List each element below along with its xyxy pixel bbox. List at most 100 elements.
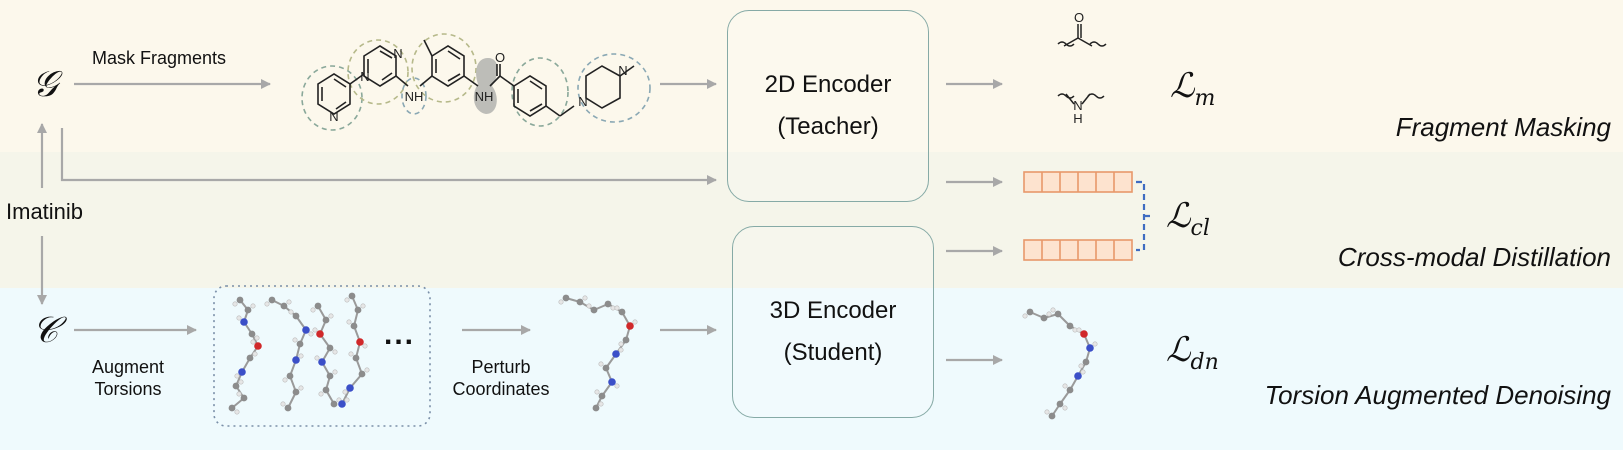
carbon-atom [286,372,294,380]
carbon-atom [326,344,334,352]
nitrogen-atom [608,378,616,386]
perturb-coordinates-label: Perturb Coordinates [436,356,566,400]
hydrogen-atom [598,361,604,367]
predicted-fragment-labels: O N H [1073,10,1084,126]
section-fragment-masking: Fragment Masking [1395,112,1611,142]
hydrogen-atom [292,337,298,343]
carbon-atom [296,340,304,348]
masked-molecule-2d: N N N NH NH O N N [301,33,651,131]
hydrogen-atom [586,303,592,309]
hydrogen-atom [342,389,348,395]
hydrogen-atom [332,349,338,355]
hydrogen-atom [618,347,624,353]
conformer-2 [264,296,314,412]
hydrogen-atom [582,295,588,301]
hydrogen-atom [614,305,620,311]
hydrogen-atom [234,409,240,415]
carbon-atom [228,404,236,412]
conformer-1 [228,296,262,415]
nitrogen-atom [1086,344,1094,352]
hydrogen-atom [1044,409,1050,415]
carbon-atom [322,386,330,394]
teacher-embedding [1023,171,1133,193]
hydrogen-atom [280,401,286,407]
carbon-atom [354,306,362,314]
hydrogen-atom [558,299,564,305]
hydrogen-atom [318,391,324,397]
hydrogen-atom [1076,327,1082,333]
nitrogen-atom [238,368,246,376]
hydrogen-atom [1062,383,1068,389]
fragment-piperazine [577,53,651,123]
carbon-atom [330,400,338,408]
cross-modal-band [0,152,1623,288]
carbon-atom [598,392,606,400]
carbon-atom [240,394,248,402]
hydrogen-atom [288,309,294,315]
carbon-atom [602,364,610,372]
carbon-atom [1066,386,1074,394]
oxygen-atom [626,322,634,330]
atom-label: H [1073,111,1082,126]
section-torsion-denoising: Torsion Augmented Denoising [1264,380,1611,410]
hydrogen-atom [364,367,370,373]
hydrogen-atom [344,297,350,303]
oxygen-atom [254,342,262,350]
student-encoder-title: 3D Encoder [769,297,897,324]
more-conformers-ellipsis: ... [384,318,416,351]
atom-label: N [578,94,587,109]
atom-label: O [1074,10,1084,25]
carbon-atom [1048,412,1056,420]
hydrogen-atom [234,373,240,379]
carbon-atom [326,372,334,380]
carbon-atom [1026,308,1034,316]
hydrogen-atom [344,397,350,403]
augment-line2: Torsions [94,379,162,399]
atom-label: N [1073,98,1082,113]
carbon-atom [292,312,300,320]
hydrogen-atom [1022,313,1028,319]
hydrogen-atom [632,319,638,325]
carbon-atom [562,294,570,302]
carbon-atom [246,354,254,362]
carbon-atom [314,302,322,310]
hydrogen-atom [332,369,338,375]
conformer-symbol: 𝒞 [32,310,59,351]
hydrogen-atom [1080,369,1086,375]
student-encoder-role: (Student) [783,339,883,366]
fragment-benzene [511,57,569,127]
fragment-masking-band [0,0,1623,152]
carbon-atom [1054,310,1062,318]
carbon-atom [1082,358,1090,366]
loss-denoising: ℒdn [1166,330,1219,375]
augment-line1: Augment [91,357,165,377]
atom-label: N [393,46,402,61]
hydrogen-atom [314,355,320,361]
hydrogen-atom [236,391,242,397]
carbon-atom [622,336,630,344]
nitrogen-atom [612,350,620,358]
hydrogen-atom [618,341,624,347]
loss-masking: ℒm [1170,66,1215,111]
fragment-amine [401,77,427,115]
carbon-atom [1040,314,1048,322]
carbon-atom [322,316,330,324]
hydrogen-atom [346,319,352,325]
carbon-atom [576,298,584,306]
hydrogen-atom [598,401,604,407]
hydrogen-atom [308,331,314,337]
hydrogen-atom [298,385,304,391]
student-embedding [1023,239,1133,261]
teacher-encoder-title: 2D Encoder [764,71,892,98]
atom-label: NH [475,89,494,104]
hydrogen-atom [614,383,620,389]
teacher-encoder-role: (Teacher) [777,113,879,140]
augment-torsions-label: Augment Torsions [80,356,176,400]
hydrogen-atom [232,301,238,307]
carbon-atom [348,292,356,300]
hydrogen-atom [328,313,334,319]
carbon-atom [352,354,360,362]
oxygen-atom [316,330,324,338]
hydrogen-atom [1062,405,1068,411]
